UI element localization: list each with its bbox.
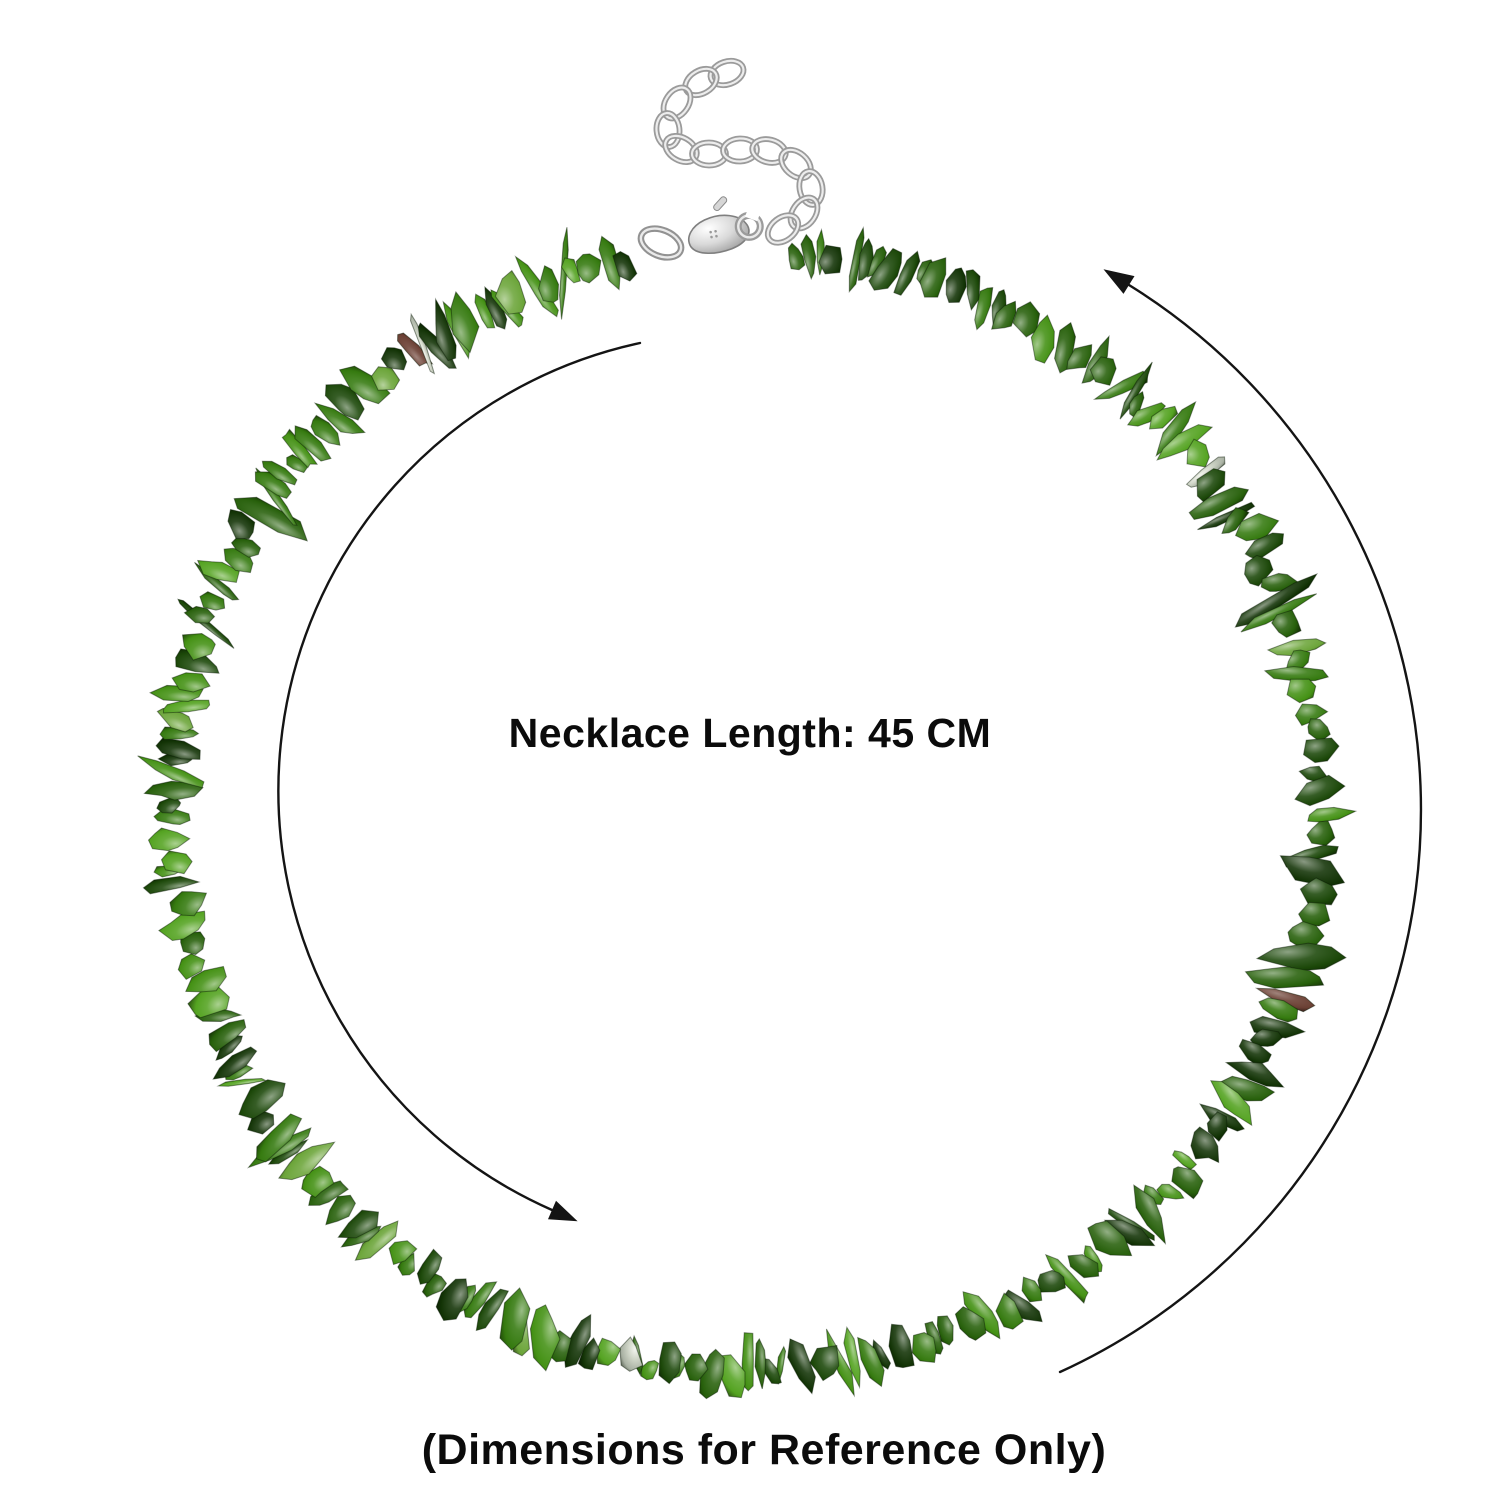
- reference-note-label: (Dimensions for Reference Only): [421, 1426, 1107, 1474]
- necklace-length-label: Necklace Length: 45 CM: [508, 710, 992, 756]
- gemstone-chip-strand: [137, 225, 1358, 1400]
- extender-chain: [653, 57, 826, 246]
- lobster-clasp: [637, 196, 764, 261]
- length-direction-arrows: [277, 269, 1423, 1374]
